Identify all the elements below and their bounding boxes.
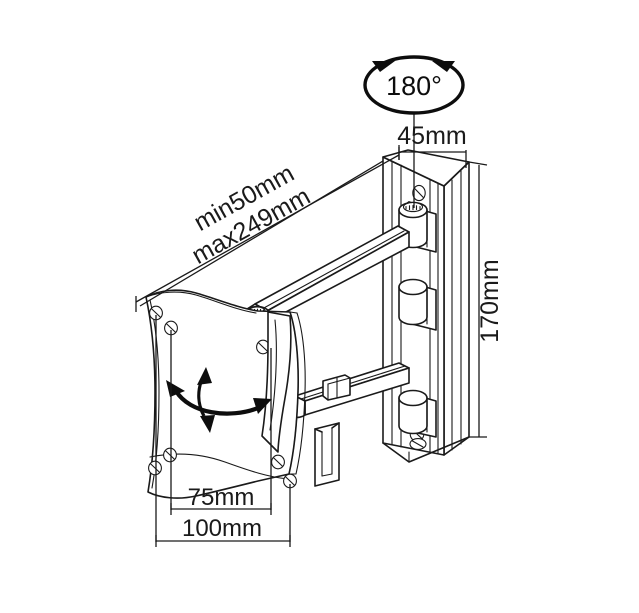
rotation-label: 180° xyxy=(386,71,442,101)
depth-label: 45mm xyxy=(397,122,466,150)
cable-clip xyxy=(322,374,351,401)
pivot-middle xyxy=(398,278,437,331)
rotation-callout: 180° xyxy=(363,55,465,208)
vesa-75-label: 75mm xyxy=(188,484,255,511)
vesa-100-label: 100mm xyxy=(182,515,262,542)
height-dim: 170mm xyxy=(468,161,504,438)
height-label: 170mm xyxy=(476,259,504,342)
extension-dim: min50mm max249mm xyxy=(135,147,400,312)
depth-dim: 45mm xyxy=(397,122,467,168)
vesa-plate xyxy=(145,289,306,499)
vesa-dim-100: 100mm xyxy=(155,315,291,547)
vesa-dim-75: 75mm xyxy=(170,330,272,515)
safety-hook xyxy=(314,422,340,487)
pivot-bottom xyxy=(398,389,437,450)
